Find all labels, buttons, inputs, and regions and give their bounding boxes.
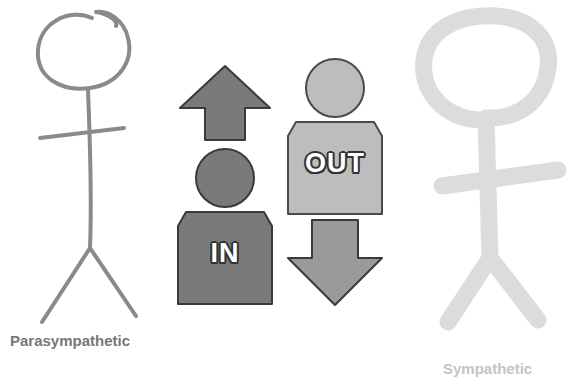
person-node: OUT [286,56,384,216]
node-label: OUT [286,148,384,179]
node-label: IN [176,238,274,269]
person-head [196,149,254,207]
in-arrow-up [180,66,270,140]
out-arrow-down [288,220,382,305]
figure-label: Sympathetic [443,360,532,377]
person-head [306,59,364,117]
parasympathetic-figure [38,12,136,322]
figure-label: Parasympathetic [10,332,130,349]
sympathetic-figure [424,16,558,322]
person-shape [176,146,274,306]
person-node: IN [176,146,274,306]
person-shape [286,56,384,216]
